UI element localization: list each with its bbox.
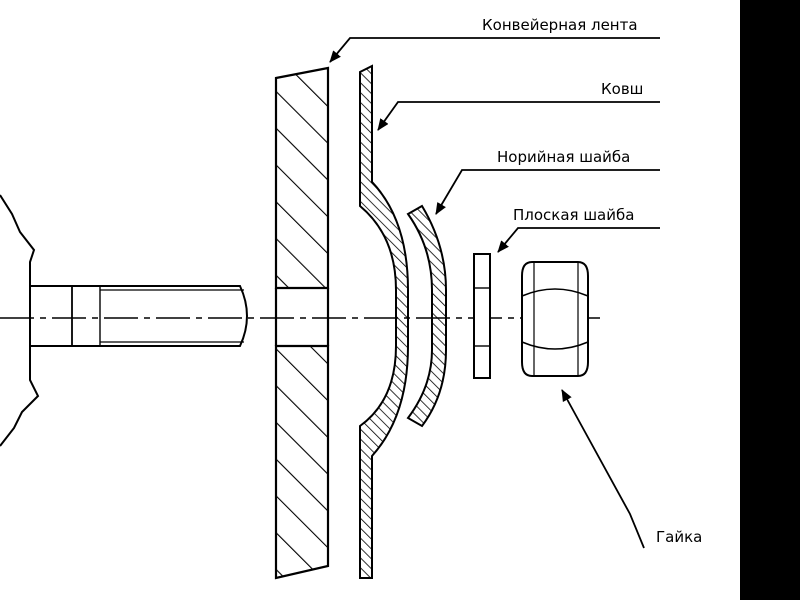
label-conveyor-belt: Конвейерная лента bbox=[482, 16, 638, 34]
label-flat-washer: Плоская шайба bbox=[513, 206, 634, 224]
leader-nut bbox=[561, 389, 645, 549]
right-edge-bar bbox=[740, 0, 800, 600]
label-nut: Гайка bbox=[656, 528, 702, 546]
flat-washer bbox=[473, 253, 491, 379]
bolt-shank bbox=[30, 285, 248, 347]
leader-flat-washer bbox=[497, 227, 660, 253]
leader-bucket bbox=[377, 101, 660, 131]
label-bucket-washer: Норийная шайба bbox=[497, 148, 630, 166]
leader-bucket-washer bbox=[435, 169, 660, 215]
bolt-head bbox=[0, 194, 40, 447]
hex-nut bbox=[521, 261, 589, 377]
bucket-washer-section bbox=[406, 204, 447, 428]
label-bucket: Ковш bbox=[601, 80, 643, 98]
bucket-wall-section bbox=[359, 64, 409, 579]
conveyor-belt-section bbox=[274, 66, 330, 580]
leader-conveyor-belt bbox=[329, 37, 660, 63]
